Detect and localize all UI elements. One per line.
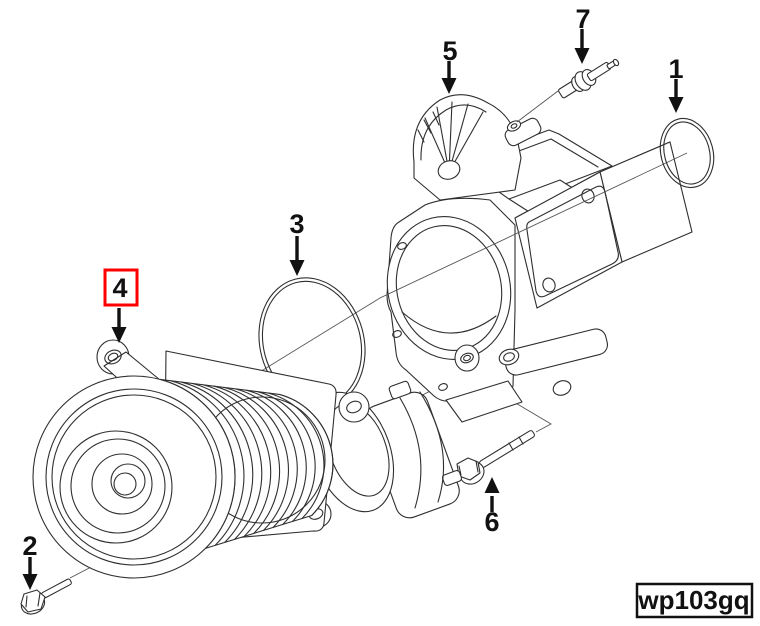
callout-5[interactable]: 5 (441, 36, 458, 94)
callout-1-label[interactable]: 1 (668, 54, 683, 84)
callout-4-highlight-box (103, 268, 139, 307)
callout-7-label[interactable]: 7 (575, 4, 590, 34)
axis-line (244, 87, 688, 382)
callout-5-label[interactable]: 5 (442, 36, 457, 66)
part-2-bolt-drawing (20, 578, 72, 615)
part-6-bolt-drawing (456, 430, 535, 485)
figure-code-label: wp103gq (637, 585, 749, 615)
callout-6[interactable]: 6 (484, 477, 500, 537)
callout-3[interactable]: 3 (289, 209, 305, 276)
part-5-housing-drawing (386, 94, 693, 423)
part-7-stud-drawing (558, 58, 620, 99)
callout-1[interactable]: 1 (668, 54, 684, 113)
callout-3-label[interactable]: 3 (289, 209, 304, 239)
callout-2-label[interactable]: 2 (22, 531, 37, 561)
figure-code-box: wp103gq (635, 582, 754, 619)
callout-6-label[interactable]: 6 (484, 507, 499, 537)
callout-4[interactable]: 4 (103, 268, 139, 343)
part-1-oring-drawing (659, 117, 715, 189)
callout-7[interactable]: 7 (574, 4, 591, 64)
part-4-water-pump-drawing (32, 339, 463, 579)
callout-4-label[interactable]: 4 (112, 273, 127, 303)
callout-2[interactable]: 2 (22, 531, 38, 590)
